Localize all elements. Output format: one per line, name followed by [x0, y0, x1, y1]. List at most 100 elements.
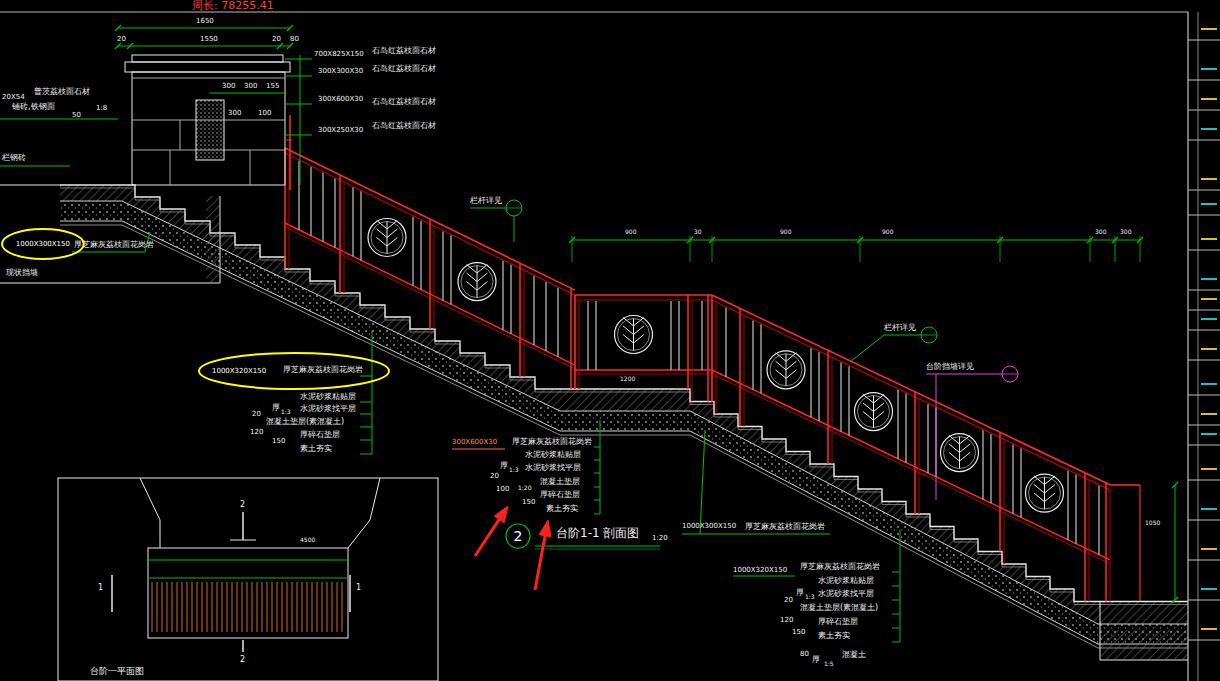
annotation-text: 混凝土垫层: [540, 477, 580, 486]
railing-post: [524, 270, 525, 377]
baluster: [671, 301, 672, 370]
node-text: 1000X320X150: [212, 367, 266, 375]
extension-line: [1140, 236, 1141, 262]
stone-panel: [196, 100, 224, 160]
title-block-line: [1188, 110, 1220, 111]
title-block-mark: [1201, 178, 1217, 180]
railing-post: [519, 263, 521, 377]
baluster: [819, 352, 820, 421]
extension-line: [1000, 236, 1001, 262]
dimension-tick: [1172, 482, 1178, 488]
frame-line: [0, 12, 1188, 13]
dimension-text: 150: [522, 498, 535, 506]
dimension-tick: [277, 43, 283, 49]
railing-post: [744, 315, 745, 426]
railing-post: [711, 295, 713, 402]
dimension-text: 1:20: [652, 534, 668, 542]
leaf-ornament: [634, 317, 644, 326]
dimension-line: [210, 93, 285, 94]
leaf-ornament: [786, 370, 796, 379]
dimension-tick: [287, 43, 293, 49]
plan-outline: [148, 548, 348, 638]
plan-step-hatch: [317, 582, 318, 632]
leaf-ornament: [776, 370, 786, 379]
handrail: [575, 299, 712, 300]
dimension-text: 120: [780, 616, 793, 624]
title-block-mark: [1201, 238, 1217, 240]
baluster: [983, 430, 984, 499]
annotation-text: 厚芝麻灰荔枝面花岗岩: [512, 437, 592, 446]
leaf-ornament: [371, 221, 403, 253]
annotation-text: 厚: [272, 403, 280, 412]
annotation-text: 厚: [812, 655, 820, 664]
existing-wall-hatch: [206, 196, 220, 283]
baluster: [1021, 448, 1022, 517]
annotation-text: 水泥砂浆粘贴层: [818, 576, 874, 585]
dimension-text: 2: [240, 655, 245, 664]
leaf-ornament: [387, 220, 397, 229]
leader-line: [0, 119, 118, 120]
title-block-mark: [1201, 318, 1217, 320]
bottom-rail: [575, 374, 712, 375]
dimension-line: [118, 46, 290, 47]
baluster: [353, 187, 354, 256]
stone-column: [132, 72, 285, 185]
title-block-line: [1188, 215, 1220, 216]
baluster: [928, 404, 929, 473]
dimension-text: 1650: [196, 17, 214, 25]
baluster: [1068, 471, 1069, 540]
leaf-ornament: [1029, 477, 1061, 509]
leaf-ornament: [623, 335, 633, 344]
leaf-ornament: [941, 434, 979, 472]
baluster: [898, 390, 899, 459]
dimension-text: 300: [244, 82, 257, 90]
plan-step-hatch: [197, 582, 198, 632]
railing-post: [1105, 483, 1107, 602]
leaf-ornament: [634, 326, 644, 335]
annotation-text: 台阶一平面图: [90, 666, 144, 676]
dimension-text: 20: [784, 596, 793, 604]
baluster: [558, 288, 559, 357]
baluster: [906, 394, 907, 463]
railing-post: [575, 295, 576, 389]
baluster: [421, 221, 422, 290]
title-block-line: [1188, 640, 1220, 641]
annotation-text: 厚芝麻灰荔枝面花岗岩: [745, 522, 825, 531]
plan-step-hatch: [267, 582, 268, 632]
railing-post: [434, 226, 435, 329]
plan-step-hatch: [177, 582, 178, 632]
inset-frame: [58, 478, 438, 681]
leader-line: [372, 330, 373, 454]
section-mark: [349, 575, 351, 612]
leaf-ornament: [368, 218, 406, 256]
leaf-ornament: [770, 354, 802, 386]
title-block-line: [1188, 600, 1220, 601]
annotation-text: 石岛红荔枝面石材: [372, 121, 436, 130]
dimension-text: 300: [228, 109, 241, 117]
plan-step-hatch: [282, 582, 283, 632]
plan-step-hatch: [162, 582, 163, 632]
dimension-text: 900: [625, 229, 636, 236]
plan-step-hatch: [182, 582, 183, 632]
leader-line: [850, 335, 884, 362]
title-block-mark: [1201, 588, 1217, 590]
annotation-text: 石岛红荔枝面石材: [372, 97, 436, 106]
stone-layer: [60, 188, 1188, 605]
leaf-ornament: [467, 264, 477, 273]
dimension-text: 1200: [620, 376, 635, 383]
title-underline: [535, 545, 660, 546]
annotation-text: 栏杆详见: [884, 323, 916, 332]
annotation-text: 水泥砂浆找平层: [525, 463, 581, 472]
plan-step-hatch: [167, 582, 168, 632]
leaf-ornament: [477, 264, 487, 273]
dimension-text: 900: [780, 229, 791, 236]
dimension-text: 300: [1120, 229, 1131, 236]
leaf-ornament: [874, 412, 884, 421]
annotation-text: 厚芝麻灰荔枝面花岗岩: [283, 365, 363, 374]
stone-joint: [180, 120, 181, 150]
leader-line: [594, 500, 600, 501]
leaf-ornament: [960, 444, 970, 453]
dimension-tick: [1172, 597, 1178, 603]
leaf-ornament: [863, 403, 873, 412]
railing-post: [999, 432, 1001, 551]
